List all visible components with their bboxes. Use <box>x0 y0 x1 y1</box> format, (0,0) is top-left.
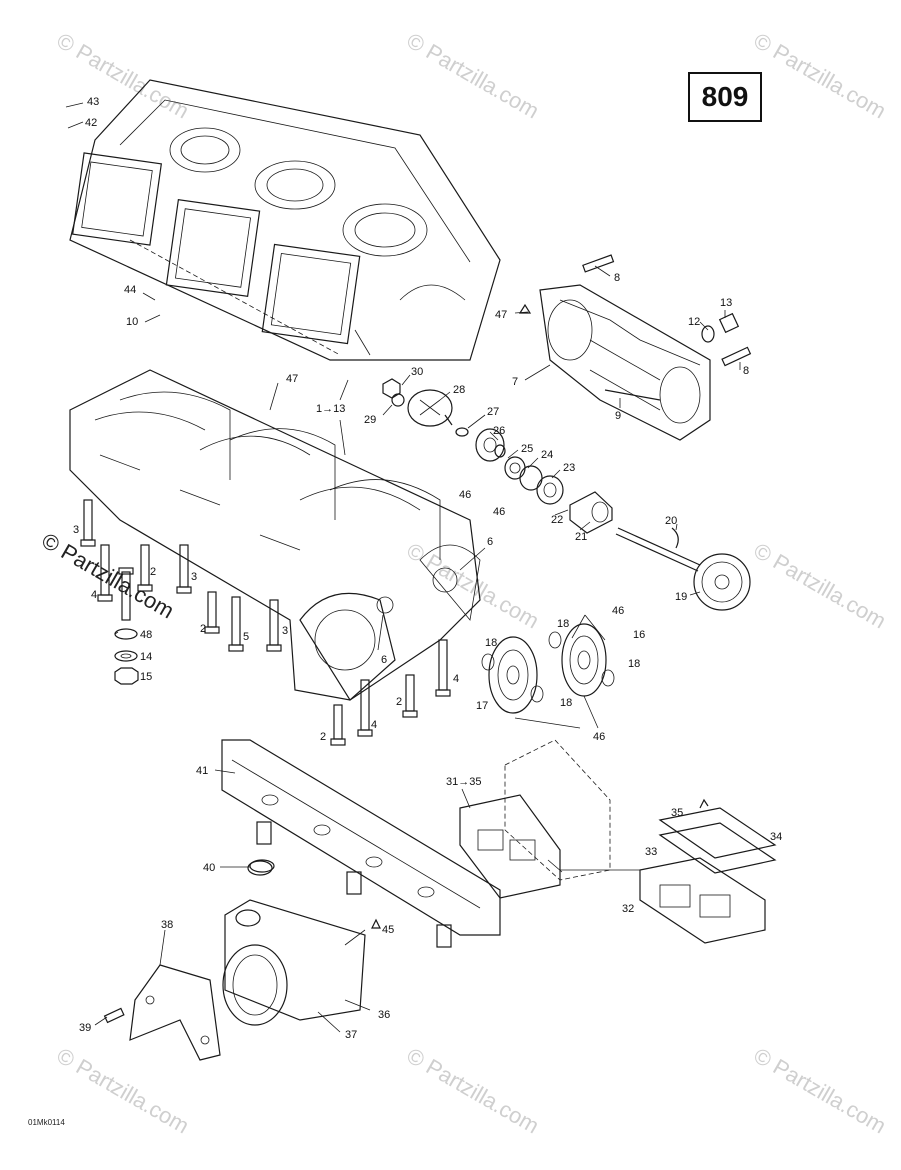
callout-19[interactable]: 19 <box>675 591 687 603</box>
callout-31-to-35[interactable]: 31→35 <box>446 776 481 788</box>
callout-46[interactable]: 46 <box>593 731 605 743</box>
callout-18[interactable]: 18 <box>485 637 497 649</box>
watermark: © Partzilla.com <box>403 538 544 634</box>
callout-20[interactable]: 20 <box>665 515 677 527</box>
callout-3[interactable]: 3 <box>282 625 288 637</box>
callout-labels: 43 42 44 10 8 47 13 12 7 8 9 47 30 28 1→… <box>73 96 782 1041</box>
crankcase-bolts-drawing <box>80 499 451 746</box>
callout-36[interactable]: 36 <box>378 1009 390 1021</box>
carb-flange-drawing <box>103 860 381 1061</box>
page-number-box: 809 <box>688 72 762 122</box>
page-number: 809 <box>701 81 749 112</box>
callout-1-to-13[interactable]: 1→13 <box>316 403 345 415</box>
callout-46[interactable]: 46 <box>493 506 505 518</box>
watermark-layer: © Partzilla.com © Partzilla.com © Partzi… <box>38 28 891 1139</box>
callout-6[interactable]: 6 <box>487 536 493 548</box>
reed-valve-drawing <box>459 739 777 944</box>
callout-8[interactable]: 8 <box>743 365 749 377</box>
callout-4[interactable]: 4 <box>453 673 459 685</box>
watermark: © Partzilla.com <box>750 538 891 634</box>
callout-41[interactable]: 41 <box>196 765 208 777</box>
callout-39[interactable]: 39 <box>79 1022 91 1034</box>
callout-29[interactable]: 29 <box>364 414 376 426</box>
upper-crankcase-drawing <box>69 79 501 361</box>
callout-38[interactable]: 38 <box>161 919 173 931</box>
callout-2[interactable]: 2 <box>150 566 156 578</box>
callout-12[interactable]: 12 <box>688 316 700 328</box>
pump-housing-drawing <box>518 254 752 441</box>
callout-40[interactable]: 40 <box>203 862 215 874</box>
callout-18[interactable]: 18 <box>557 618 569 630</box>
callout-32[interactable]: 32 <box>622 903 634 915</box>
callout-7[interactable]: 7 <box>512 376 518 388</box>
callout-30[interactable]: 30 <box>411 366 423 378</box>
callout-2[interactable]: 2 <box>320 731 326 743</box>
callout-22[interactable]: 22 <box>551 514 563 526</box>
callout-8[interactable]: 8 <box>614 272 620 284</box>
callout-21[interactable]: 21 <box>575 531 587 543</box>
leader-lines <box>65 102 741 1033</box>
callout-9[interactable]: 9 <box>615 410 621 422</box>
callout-2[interactable]: 2 <box>200 623 206 635</box>
callout-24[interactable]: 24 <box>541 449 553 461</box>
callout-3[interactable]: 3 <box>73 524 79 536</box>
lower-crankcase-drawing <box>69 369 481 701</box>
callout-47[interactable]: 47 <box>286 373 298 385</box>
callout-23[interactable]: 23 <box>563 462 575 474</box>
callout-2[interactable]: 2 <box>396 696 402 708</box>
callout-5[interactable]: 5 <box>243 631 249 643</box>
callout-28[interactable]: 28 <box>453 384 465 396</box>
callout-25[interactable]: 25 <box>521 443 533 455</box>
callout-13[interactable]: 13 <box>720 297 732 309</box>
watermark: © Partzilla.com <box>750 28 891 124</box>
manifold-drawing <box>221 739 501 948</box>
callout-45[interactable]: 45 <box>382 924 394 936</box>
callout-10[interactable]: 10 <box>126 316 138 328</box>
callout-18[interactable]: 18 <box>560 697 572 709</box>
callout-47[interactable]: 47 <box>495 309 507 321</box>
watermark: © Partzilla.com <box>403 28 544 124</box>
watermark: © Partzilla.com <box>403 1043 544 1139</box>
callout-35[interactable]: 35 <box>671 807 683 819</box>
callout-15[interactable]: 15 <box>140 671 152 683</box>
callout-43[interactable]: 43 <box>87 96 99 108</box>
gears-drawing <box>481 623 615 714</box>
callout-6[interactable]: 6 <box>381 654 387 666</box>
callout-17[interactable]: 17 <box>476 700 488 712</box>
callout-14[interactable]: 14 <box>140 651 152 663</box>
callout-46[interactable]: 46 <box>459 489 471 501</box>
callout-3[interactable]: 3 <box>191 571 197 583</box>
callout-18[interactable]: 18 <box>628 658 640 670</box>
callout-37[interactable]: 37 <box>345 1029 357 1041</box>
water-pump-shaft-drawing <box>382 378 751 611</box>
callout-48[interactable]: 48 <box>140 629 152 641</box>
watermark: © Partzilla.com <box>750 1043 891 1139</box>
callout-4[interactable]: 4 <box>91 589 97 601</box>
callout-33[interactable]: 33 <box>645 846 657 858</box>
callout-44[interactable]: 44 <box>124 284 136 296</box>
callout-26[interactable]: 26 <box>493 425 505 437</box>
callout-42[interactable]: 42 <box>85 117 97 129</box>
diagram-code: 01Mk0114 <box>28 1118 65 1127</box>
callout-34[interactable]: 34 <box>770 831 782 843</box>
callout-4[interactable]: 4 <box>371 719 377 731</box>
callout-27[interactable]: 27 <box>487 406 499 418</box>
watermark: © Partzilla.com <box>53 1043 194 1139</box>
callout-16[interactable]: 16 <box>633 629 645 641</box>
callout-46[interactable]: 46 <box>612 605 624 617</box>
